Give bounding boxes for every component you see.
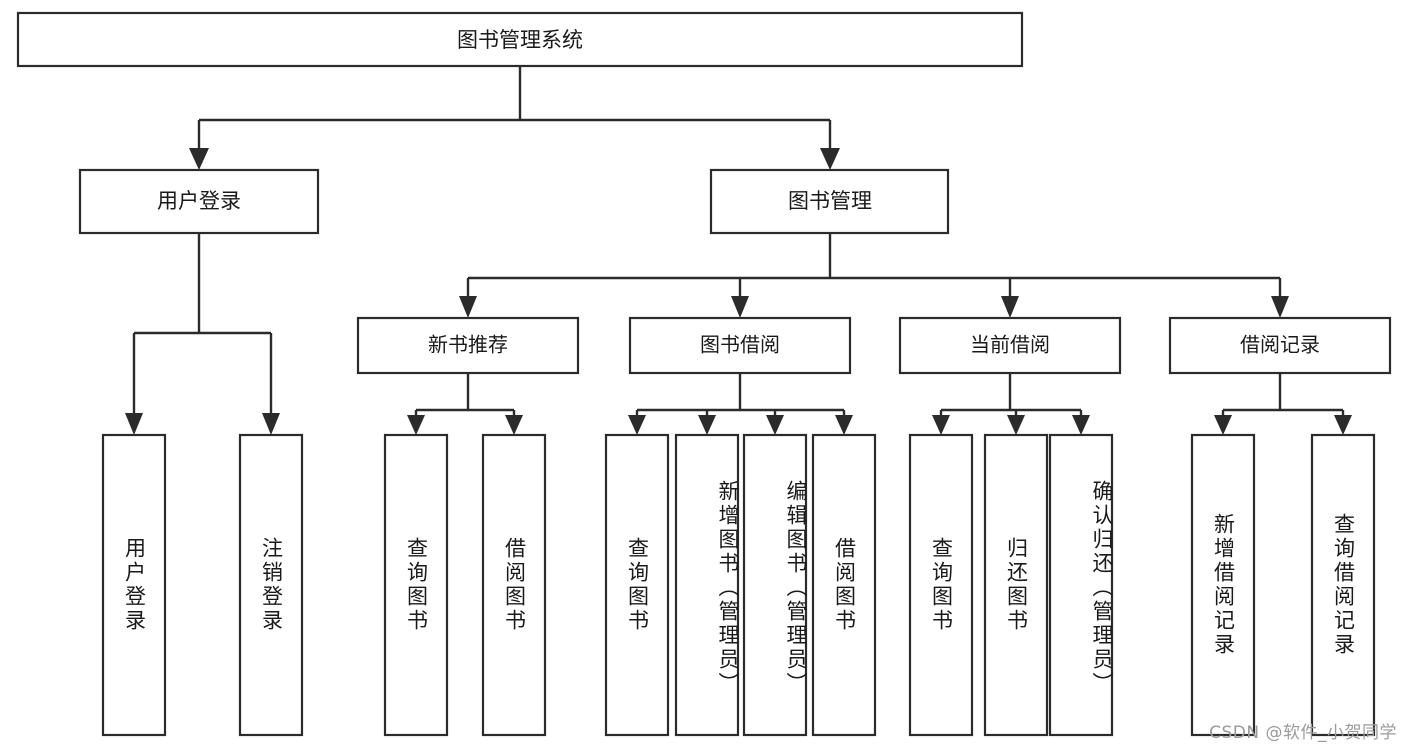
arrow-head-icon xyxy=(766,415,784,435)
leaf-box-logout[interactable] xyxy=(238,433,304,737)
arrow-head-icon xyxy=(932,415,950,435)
leaf-box-query-borrow-record[interactable] xyxy=(1310,433,1376,737)
connector-group-borrow xyxy=(628,373,853,435)
arrow-head-icon xyxy=(189,148,209,170)
leaf-box-query-book-2[interactable] xyxy=(604,433,670,737)
node-book-borrow-box[interactable] xyxy=(628,316,852,375)
leaf-node-group xyxy=(101,433,1376,737)
leaf-box-add-borrow-record[interactable] xyxy=(1190,433,1256,737)
node-root[interactable]: 图书管理系统 xyxy=(16,11,1024,68)
arrow-head-icon xyxy=(407,415,425,435)
node-new-book-recommend[interactable]: 新书推荐 xyxy=(356,316,580,375)
leaf-box-edit-book-admin[interactable] xyxy=(742,433,808,737)
node-borrow-records-box[interactable] xyxy=(1168,316,1392,375)
leaf-box-borrow-book-1[interactable] xyxy=(481,433,547,737)
arrow-head-icon xyxy=(731,296,749,318)
node-user-login[interactable]: 用户登录 xyxy=(78,168,320,235)
arrow-head-icon xyxy=(262,413,280,435)
connector-group-current-borrow xyxy=(932,373,1090,435)
leaf-box-query-book-1[interactable] xyxy=(383,433,449,737)
node-borrow-records-label: 借阅记录 xyxy=(1240,333,1320,357)
arrow-head-icon xyxy=(1007,415,1025,435)
arrow-head-icon xyxy=(1271,296,1289,318)
node-root-box[interactable] xyxy=(16,11,1024,68)
node-user-login-label: 用户登录 xyxy=(157,189,241,213)
connector-group-root xyxy=(189,66,840,170)
leaf-box-query-book-3[interactable] xyxy=(908,433,974,737)
arrow-head-icon xyxy=(698,415,716,435)
leaf-box-add-book-admin[interactable] xyxy=(674,433,740,737)
node-current-borrow[interactable]: 当前借阅 xyxy=(898,316,1122,375)
arrow-head-icon xyxy=(459,296,477,318)
node-new-book-recommend-label: 新书推荐 xyxy=(428,333,508,357)
node-book-management-box[interactable] xyxy=(709,168,950,235)
arrow-head-icon xyxy=(1001,296,1019,318)
node-new-book-recommend-box[interactable] xyxy=(356,316,580,375)
node-current-borrow-label: 当前借阅 xyxy=(970,333,1050,357)
arrow-head-icon xyxy=(1334,415,1352,435)
leaf-box-confirm-return-admin[interactable] xyxy=(1048,433,1114,737)
arrow-head-icon xyxy=(125,413,143,435)
arrow-head-icon xyxy=(628,415,646,435)
leaf-box-user-login[interactable] xyxy=(101,433,167,737)
connector-group-records xyxy=(1214,373,1352,435)
arrow-head-icon xyxy=(820,148,840,170)
leaf-box-borrow-book-2[interactable] xyxy=(811,433,877,737)
node-borrow-records[interactable]: 借阅记录 xyxy=(1168,316,1392,375)
connector-group-new-book xyxy=(407,373,523,435)
leaf-box-return-book[interactable] xyxy=(983,433,1049,737)
arrow-head-icon xyxy=(1072,415,1090,435)
connector-group-book-mgmt xyxy=(459,233,1289,318)
node-book-management[interactable]: 图书管理 xyxy=(709,168,950,235)
node-book-borrow[interactable]: 图书借阅 xyxy=(628,316,852,375)
node-book-borrow-label: 图书借阅 xyxy=(700,333,780,357)
watermark: CSDN @软件_小贺同学 xyxy=(1209,723,1397,743)
node-user-login-box[interactable] xyxy=(78,168,320,235)
arrow-head-icon xyxy=(1214,415,1232,435)
node-current-borrow-box[interactable] xyxy=(898,316,1122,375)
node-root-label: 图书管理系统 xyxy=(457,28,583,52)
node-book-management-label: 图书管理 xyxy=(788,189,872,213)
arrow-head-icon xyxy=(835,415,853,435)
arrow-head-icon xyxy=(505,415,523,435)
connector-group-user-login xyxy=(125,233,280,435)
